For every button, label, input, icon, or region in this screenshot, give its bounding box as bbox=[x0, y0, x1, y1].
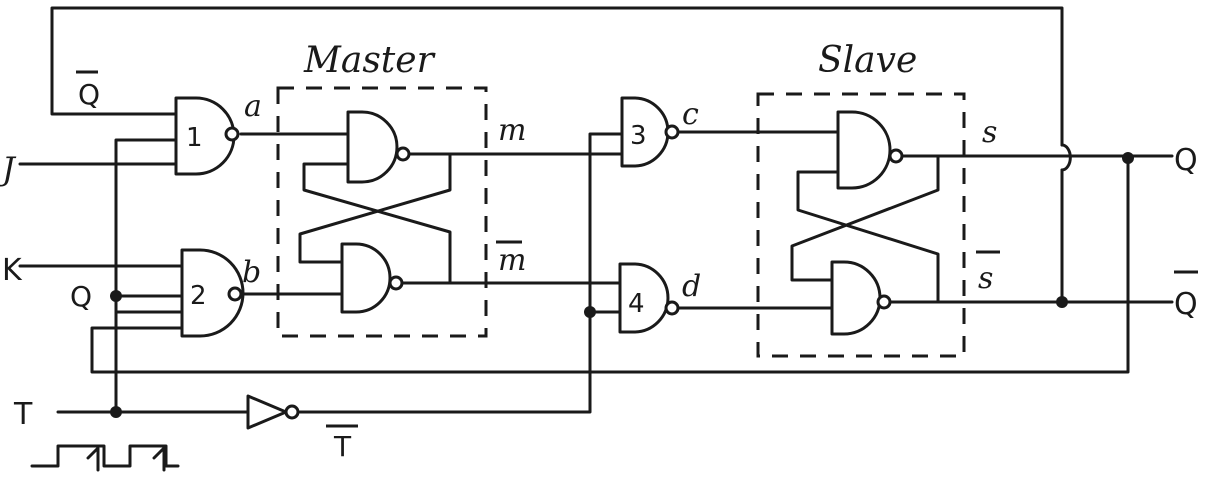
node-s: s bbox=[982, 115, 997, 150]
label-q-bar-feedback: Q bbox=[78, 78, 100, 111]
slave-block bbox=[756, 92, 966, 358]
output-q-bar: Q bbox=[1174, 287, 1198, 322]
master-block bbox=[276, 86, 488, 338]
node-d: d bbox=[682, 269, 701, 304]
label-t: T bbox=[13, 397, 33, 432]
node-b: b bbox=[242, 255, 261, 290]
feedback-wire-q bbox=[50, 6, 1064, 304]
node-c: c bbox=[682, 97, 699, 132]
node-m-bar: m bbox=[498, 243, 526, 278]
node-t-bar: T bbox=[333, 430, 352, 463]
gate-2 bbox=[180, 248, 245, 338]
label-j: J bbox=[0, 150, 17, 188]
gate-4-label: 4 bbox=[628, 289, 645, 319]
gate-4-bubble bbox=[664, 300, 680, 316]
t-inverter bbox=[246, 394, 288, 430]
slave-gate-top-bubble bbox=[888, 148, 904, 164]
wire-t-gates bbox=[114, 138, 184, 414]
gate-1-bubble bbox=[224, 126, 240, 142]
gate-4 bbox=[618, 262, 670, 334]
node-s-bar: s bbox=[978, 261, 993, 296]
slave-gate-top bbox=[836, 110, 892, 190]
master-gate-bottom-bubble bbox=[388, 275, 404, 291]
slave-gate-bottom bbox=[830, 260, 882, 336]
clock-edge-arrows bbox=[86, 446, 166, 472]
master-title: Master bbox=[303, 40, 436, 81]
gate-3-label: 3 bbox=[630, 121, 647, 151]
slave-cross-wires bbox=[790, 154, 940, 304]
gate-2-bubble bbox=[227, 286, 243, 302]
master-cross-wires bbox=[298, 152, 452, 285]
junction-dot bbox=[110, 406, 122, 418]
slave-gate-bottom-bubble bbox=[876, 294, 892, 310]
junction-dot bbox=[110, 290, 122, 302]
gate-1-label: 1 bbox=[186, 123, 203, 153]
junction-dot bbox=[1056, 296, 1068, 308]
master-gate-top bbox=[346, 110, 399, 184]
label-q-feedback: Q bbox=[70, 280, 92, 313]
node-m: m bbox=[498, 113, 526, 148]
label-k: K bbox=[2, 253, 23, 288]
output-q: Q bbox=[1174, 143, 1198, 178]
node-a: a bbox=[244, 89, 262, 124]
master-gate-top-bubble bbox=[395, 146, 411, 162]
master-gate-bottom bbox=[340, 242, 392, 314]
junction-dot bbox=[584, 306, 596, 318]
slave-title: Slave bbox=[818, 40, 917, 81]
junction-dot bbox=[1122, 152, 1134, 164]
gate-3-bubble bbox=[664, 124, 680, 140]
t-inverter-bubble bbox=[284, 404, 300, 420]
gate-2-label: 2 bbox=[190, 281, 207, 311]
clock-waveform bbox=[30, 444, 180, 468]
